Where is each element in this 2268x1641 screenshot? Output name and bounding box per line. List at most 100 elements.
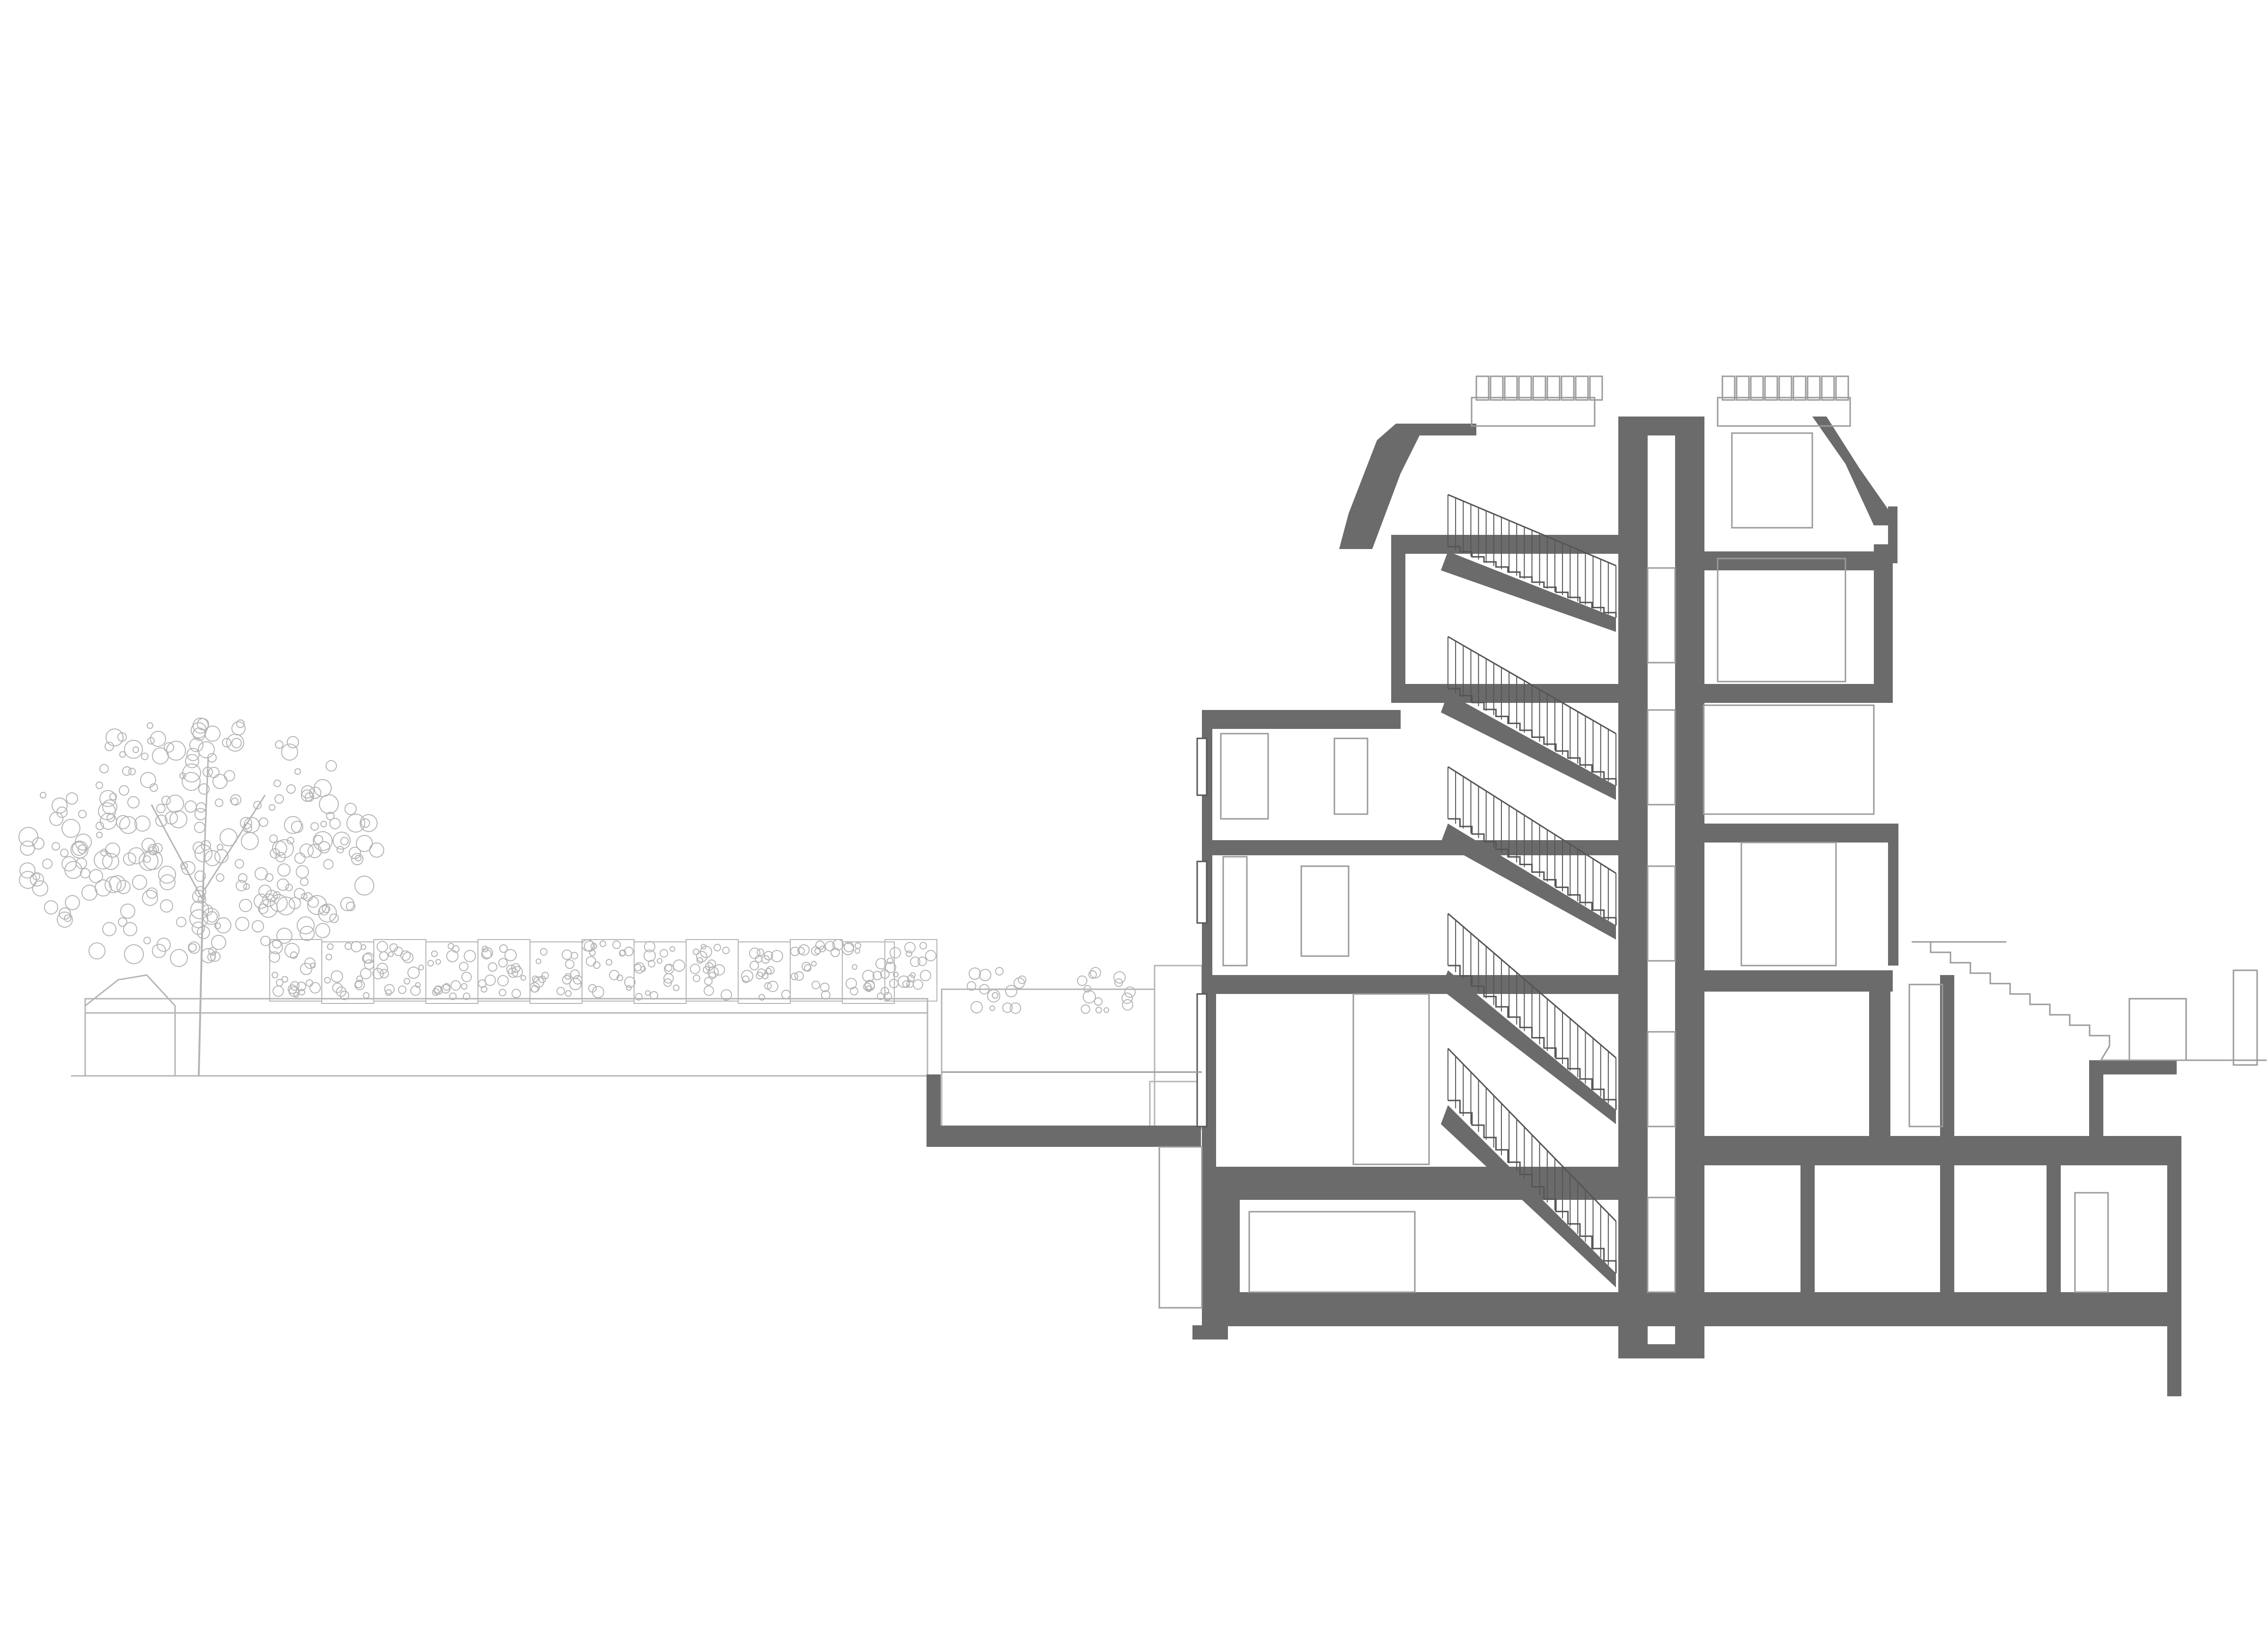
tree-foliage — [159, 874, 176, 890]
tree-foliage — [351, 853, 363, 865]
tree-foliage — [88, 942, 106, 959]
tree-foliage — [62, 856, 77, 871]
tree-foliage — [155, 815, 168, 827]
hedge-leaf — [410, 985, 421, 996]
hedge-leaf — [499, 989, 506, 996]
hedge-leaf — [497, 975, 509, 986]
hedge-leaf — [481, 949, 492, 959]
tree-foliage — [236, 880, 247, 891]
hedge-leaf — [707, 967, 719, 978]
tree-foliage — [333, 832, 351, 850]
planter-shrub — [971, 1001, 983, 1013]
hedge-leaf — [700, 946, 712, 958]
chimney-stack-left — [1471, 397, 1596, 427]
tree-foliage — [244, 817, 260, 833]
hedge-leaf — [571, 952, 578, 959]
chimney-pot-left — [1504, 375, 1518, 401]
hedge-leaf — [657, 958, 662, 964]
tree-foliage — [275, 852, 286, 862]
tree-foliage — [132, 746, 139, 753]
hedge-leaf — [461, 972, 472, 982]
hedge-leaf — [449, 993, 457, 1000]
tree-foliage — [356, 835, 373, 852]
terrace-wall-stub — [927, 1074, 941, 1145]
tree-foliage — [294, 768, 301, 775]
basement-stair-landing — [1240, 1167, 1524, 1200]
front-window-jamb — [1196, 860, 1208, 924]
tree-foliage — [274, 780, 281, 787]
hedge-leaf — [363, 992, 370, 999]
tree-foliage — [124, 944, 144, 964]
tree-foliage — [65, 895, 80, 910]
hedge-leaf — [541, 972, 549, 979]
hedge-leaf — [379, 951, 388, 961]
hedge-leaf — [767, 981, 778, 992]
tree-foliage — [106, 728, 124, 746]
tree-foliage — [235, 859, 244, 869]
hedge-leaf — [893, 972, 899, 977]
tree-foliage — [179, 772, 186, 779]
chimney-stack-right — [1717, 397, 1851, 427]
hedge-leaf — [722, 947, 730, 954]
hedge-leaf — [635, 993, 643, 1001]
hedge-leaf — [765, 968, 772, 975]
tree-foliage — [319, 794, 339, 814]
hedge-leaf — [619, 949, 626, 956]
tree-foliage — [346, 814, 365, 833]
tree-foliage — [78, 810, 87, 818]
hedge-leaf — [910, 957, 920, 967]
hedge-leaf — [811, 961, 817, 967]
hedge-block — [884, 939, 937, 1002]
planter-shrub — [1081, 1004, 1090, 1014]
tree-foliage — [211, 935, 226, 950]
planter-shrub — [1121, 993, 1133, 1004]
hedge-leaf — [650, 991, 658, 1000]
hedge-leaf — [340, 991, 349, 1000]
tree-foliage — [235, 917, 249, 931]
chimney-pot-left — [1490, 375, 1504, 401]
tree-foliage — [222, 738, 231, 747]
tree-foliage — [207, 753, 217, 763]
tree-foliage — [140, 772, 156, 788]
hedge-leaf — [450, 980, 461, 991]
tree-foliage — [102, 922, 116, 936]
tree-foliage — [146, 887, 158, 899]
tree-branch — [150, 804, 203, 900]
chimney-pot-right — [1778, 375, 1792, 401]
chimney-pot-left — [1561, 375, 1575, 401]
tree-foliage — [286, 784, 296, 794]
hedge-leaf — [663, 973, 674, 984]
tree-foliage — [217, 844, 223, 851]
tree-foliage — [203, 767, 213, 777]
hedge-leaf — [482, 947, 493, 958]
rear-attic-room — [1731, 432, 1813, 529]
tree-foliage — [32, 880, 48, 896]
hedge-leaf — [326, 954, 332, 960]
hedge-leaf — [565, 990, 572, 997]
hedge-leaf — [750, 961, 759, 970]
tree-foliage — [202, 905, 213, 916]
tree-foliage — [258, 904, 268, 914]
tree — [18, 718, 384, 1076]
hedge-leaf — [634, 962, 645, 974]
hedge-leaf — [446, 950, 459, 962]
planter-shrub — [969, 967, 981, 980]
tree-foliage — [258, 885, 272, 898]
tree-foliage — [189, 738, 203, 752]
hedge-leaf — [556, 987, 565, 995]
hedge-leaf — [384, 984, 395, 994]
second-floor-window — [1220, 733, 1269, 820]
tree-foliage — [340, 837, 349, 845]
chimney-pot-right — [1721, 375, 1736, 401]
hedge-leaf — [565, 959, 574, 969]
hedge-leaf — [673, 959, 685, 972]
lightwell-wall — [1158, 1146, 1203, 1309]
planter-shrub — [1114, 978, 1123, 987]
tree-foliage — [102, 853, 119, 870]
tree-foliage — [194, 808, 207, 820]
rear-third-shower — [1717, 558, 1846, 683]
hedge-leaf — [890, 947, 901, 958]
tree-foliage — [30, 872, 44, 887]
hedge-leaf — [756, 972, 763, 979]
